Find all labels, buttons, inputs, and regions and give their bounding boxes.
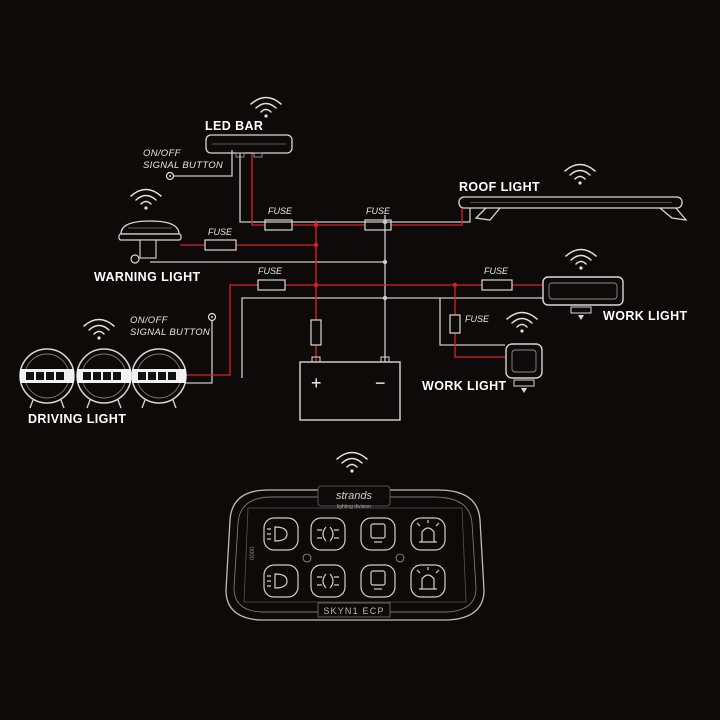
headlight-icon bbox=[267, 526, 288, 542]
svg-text:FUSE: FUSE bbox=[258, 266, 283, 276]
svg-text:0000: 0000 bbox=[250, 546, 256, 560]
control-button-4[interactable] bbox=[410, 517, 446, 551]
svg-text:FUSE: FUSE bbox=[208, 227, 233, 237]
wifi-icon bbox=[564, 163, 596, 185]
svg-text:FUSE: FUSE bbox=[366, 206, 391, 216]
signal-button-top: ON/OFF SIGNAL BUTTON bbox=[143, 148, 233, 181]
fuse-work-bottom: FUSE bbox=[449, 314, 490, 334]
led-bar: LED BAR bbox=[205, 119, 293, 158]
wifi-icon bbox=[130, 188, 162, 210]
fuse-battery bbox=[310, 319, 322, 346]
control-button-3[interactable] bbox=[360, 517, 396, 551]
driving-light-3 bbox=[131, 348, 187, 409]
model-label: SKYN1 ECP bbox=[323, 606, 384, 616]
control-button-2[interactable] bbox=[310, 517, 346, 551]
svg-text:FUSE: FUSE bbox=[484, 266, 509, 276]
work-light-right: WORK LIGHT bbox=[542, 276, 688, 323]
roof-light-label: ROOF LIGHT bbox=[459, 180, 540, 194]
battery-minus: − bbox=[375, 373, 386, 393]
driving-light-1 bbox=[19, 348, 75, 409]
wifi-icon bbox=[506, 311, 538, 333]
signal-button-mid: ON/OFF SIGNAL BUTTON bbox=[130, 312, 217, 338]
led-bar-label: LED BAR bbox=[205, 119, 263, 133]
fog-light-icon bbox=[317, 526, 339, 542]
headlight-icon bbox=[267, 573, 288, 589]
warning-light: WARNING LIGHT bbox=[94, 220, 201, 284]
control-button-1[interactable] bbox=[263, 517, 299, 551]
wifi-icon bbox=[250, 96, 282, 118]
svg-text:FUSE: FUSE bbox=[268, 206, 293, 216]
work-light-icon bbox=[370, 570, 386, 586]
warning-light-label: WARNING LIGHT bbox=[94, 270, 201, 284]
wifi-icon bbox=[83, 318, 115, 340]
fuse-ledbar: FUSE bbox=[264, 206, 293, 231]
work-light-icon bbox=[370, 523, 386, 539]
fuse-roof: FUSE bbox=[364, 206, 392, 231]
fog-light-icon bbox=[317, 573, 339, 589]
fuse-warning: FUSE bbox=[204, 227, 237, 251]
driving-light-2 bbox=[76, 348, 132, 409]
junction-dots bbox=[313, 219, 458, 301]
svg-text:ON/OFF: ON/OFF bbox=[130, 315, 169, 326]
wifi-icon bbox=[565, 248, 597, 270]
battery: + − bbox=[299, 356, 401, 421]
fuse-driving: FUSE bbox=[257, 266, 286, 291]
work-light-bottom: WORK LIGHT bbox=[422, 343, 543, 393]
wifi-icon bbox=[336, 451, 368, 473]
driving-light-label: DRIVING LIGHT bbox=[28, 412, 126, 426]
brand-logo: strands bbox=[336, 490, 373, 502]
control-button-6[interactable] bbox=[310, 564, 346, 598]
control-panel: strands lighting division SKYN1 ECP 0000 bbox=[225, 485, 485, 621]
svg-text:lighting division: lighting division bbox=[337, 504, 371, 510]
svg-text:FUSE: FUSE bbox=[465, 314, 490, 324]
beacon-icon bbox=[416, 567, 440, 590]
control-button-7[interactable] bbox=[360, 564, 396, 598]
ground-wires bbox=[150, 150, 548, 384]
battery-plus: + bbox=[311, 373, 322, 393]
work-light-right-label: WORK LIGHT bbox=[603, 309, 688, 323]
svg-text:SIGNAL BUTTON: SIGNAL BUTTON bbox=[143, 160, 223, 171]
svg-text:SIGNAL BUTTON: SIGNAL BUTTON bbox=[130, 327, 210, 338]
control-button-5[interactable] bbox=[263, 564, 299, 598]
fuse-work-right: FUSE bbox=[481, 266, 513, 291]
control-button-8[interactable] bbox=[410, 564, 446, 598]
roof-light: ROOF LIGHT bbox=[458, 180, 688, 221]
work-light-bottom-label: WORK LIGHT bbox=[422, 379, 507, 393]
svg-text:ON/OFF: ON/OFF bbox=[143, 148, 182, 159]
beacon-icon bbox=[416, 520, 440, 543]
